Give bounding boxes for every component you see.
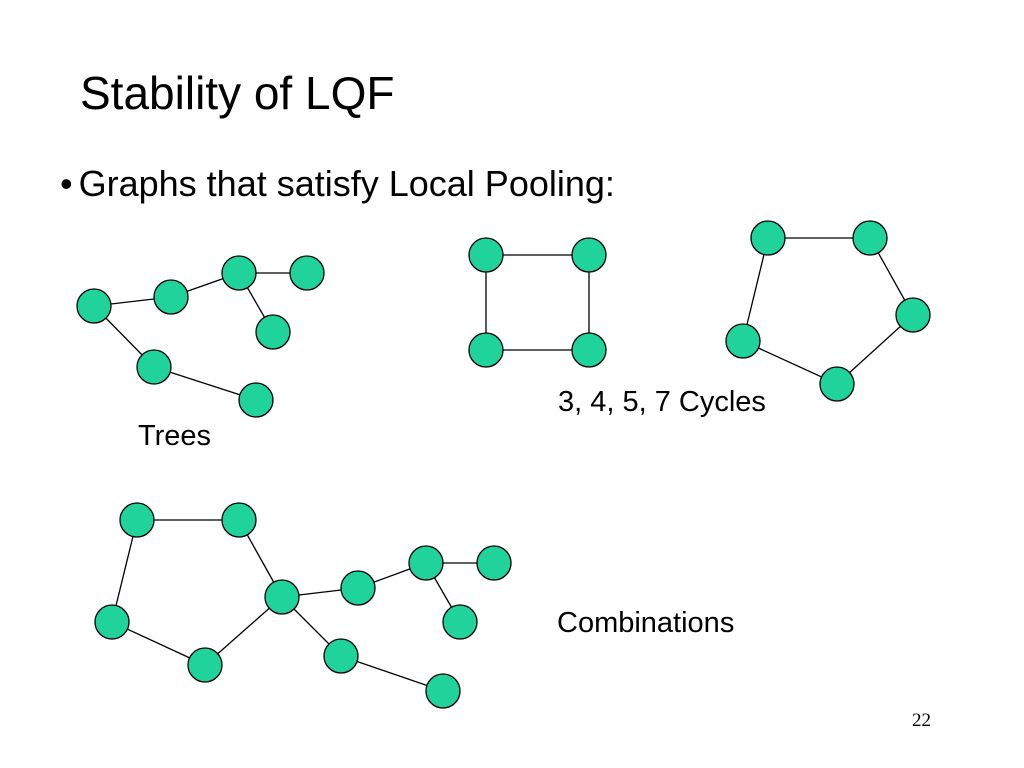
tree-nodes bbox=[76, 255, 325, 418]
graph-node bbox=[725, 323, 761, 359]
combination-graph bbox=[94, 502, 512, 709]
graph-node bbox=[76, 288, 112, 324]
graph-node bbox=[468, 237, 504, 273]
graph-node bbox=[476, 545, 512, 581]
graph-node bbox=[571, 237, 607, 273]
square-edges bbox=[485, 254, 590, 351]
graph-edge bbox=[742, 237, 769, 342]
graph-node bbox=[852, 220, 888, 256]
page-number: 22 bbox=[912, 710, 931, 731]
graph-node bbox=[468, 332, 504, 368]
bullet-text: Graphs that satisfy Local Pooling: bbox=[78, 163, 615, 204]
graph-node bbox=[119, 502, 155, 538]
graph-node bbox=[819, 366, 855, 402]
slide-title: Stability of LQF bbox=[80, 67, 395, 119]
graph-node bbox=[238, 382, 274, 418]
graph-node bbox=[425, 673, 461, 709]
square-cycle-graph bbox=[468, 237, 607, 368]
pentagon-edges bbox=[742, 237, 914, 385]
graph-node bbox=[442, 604, 478, 640]
graph-node bbox=[187, 647, 223, 683]
graph-node bbox=[221, 502, 257, 538]
graph-node bbox=[571, 332, 607, 368]
graph-node bbox=[264, 579, 300, 615]
trees-label: Trees bbox=[138, 420, 212, 452]
tree-graph bbox=[76, 255, 325, 418]
graph-node bbox=[895, 297, 931, 333]
graph-node bbox=[750, 220, 786, 256]
graph-node bbox=[153, 279, 189, 315]
graph-node bbox=[323, 638, 359, 674]
bullet-item: •Graphs that satisfy Local Pooling: bbox=[60, 166, 615, 202]
combination-edges bbox=[111, 519, 494, 692]
square-nodes bbox=[468, 237, 607, 368]
graph-edge bbox=[340, 655, 444, 692]
graph-node bbox=[255, 314, 291, 350]
graph-edge bbox=[153, 366, 257, 401]
pentagon-nodes bbox=[725, 220, 931, 402]
graph-node bbox=[221, 255, 257, 291]
graph-node bbox=[340, 570, 376, 606]
graph-node bbox=[136, 349, 172, 385]
graph-node bbox=[94, 604, 130, 640]
graph-node bbox=[408, 545, 444, 581]
pentagon-cycle-graph bbox=[725, 220, 931, 402]
combination-nodes bbox=[94, 502, 512, 709]
bullet-marker: • bbox=[60, 163, 73, 204]
cycles-label: 3, 4, 5, 7 Cycles bbox=[558, 386, 766, 418]
combinations-label: Combinations bbox=[557, 607, 735, 639]
graph-node bbox=[289, 255, 325, 291]
